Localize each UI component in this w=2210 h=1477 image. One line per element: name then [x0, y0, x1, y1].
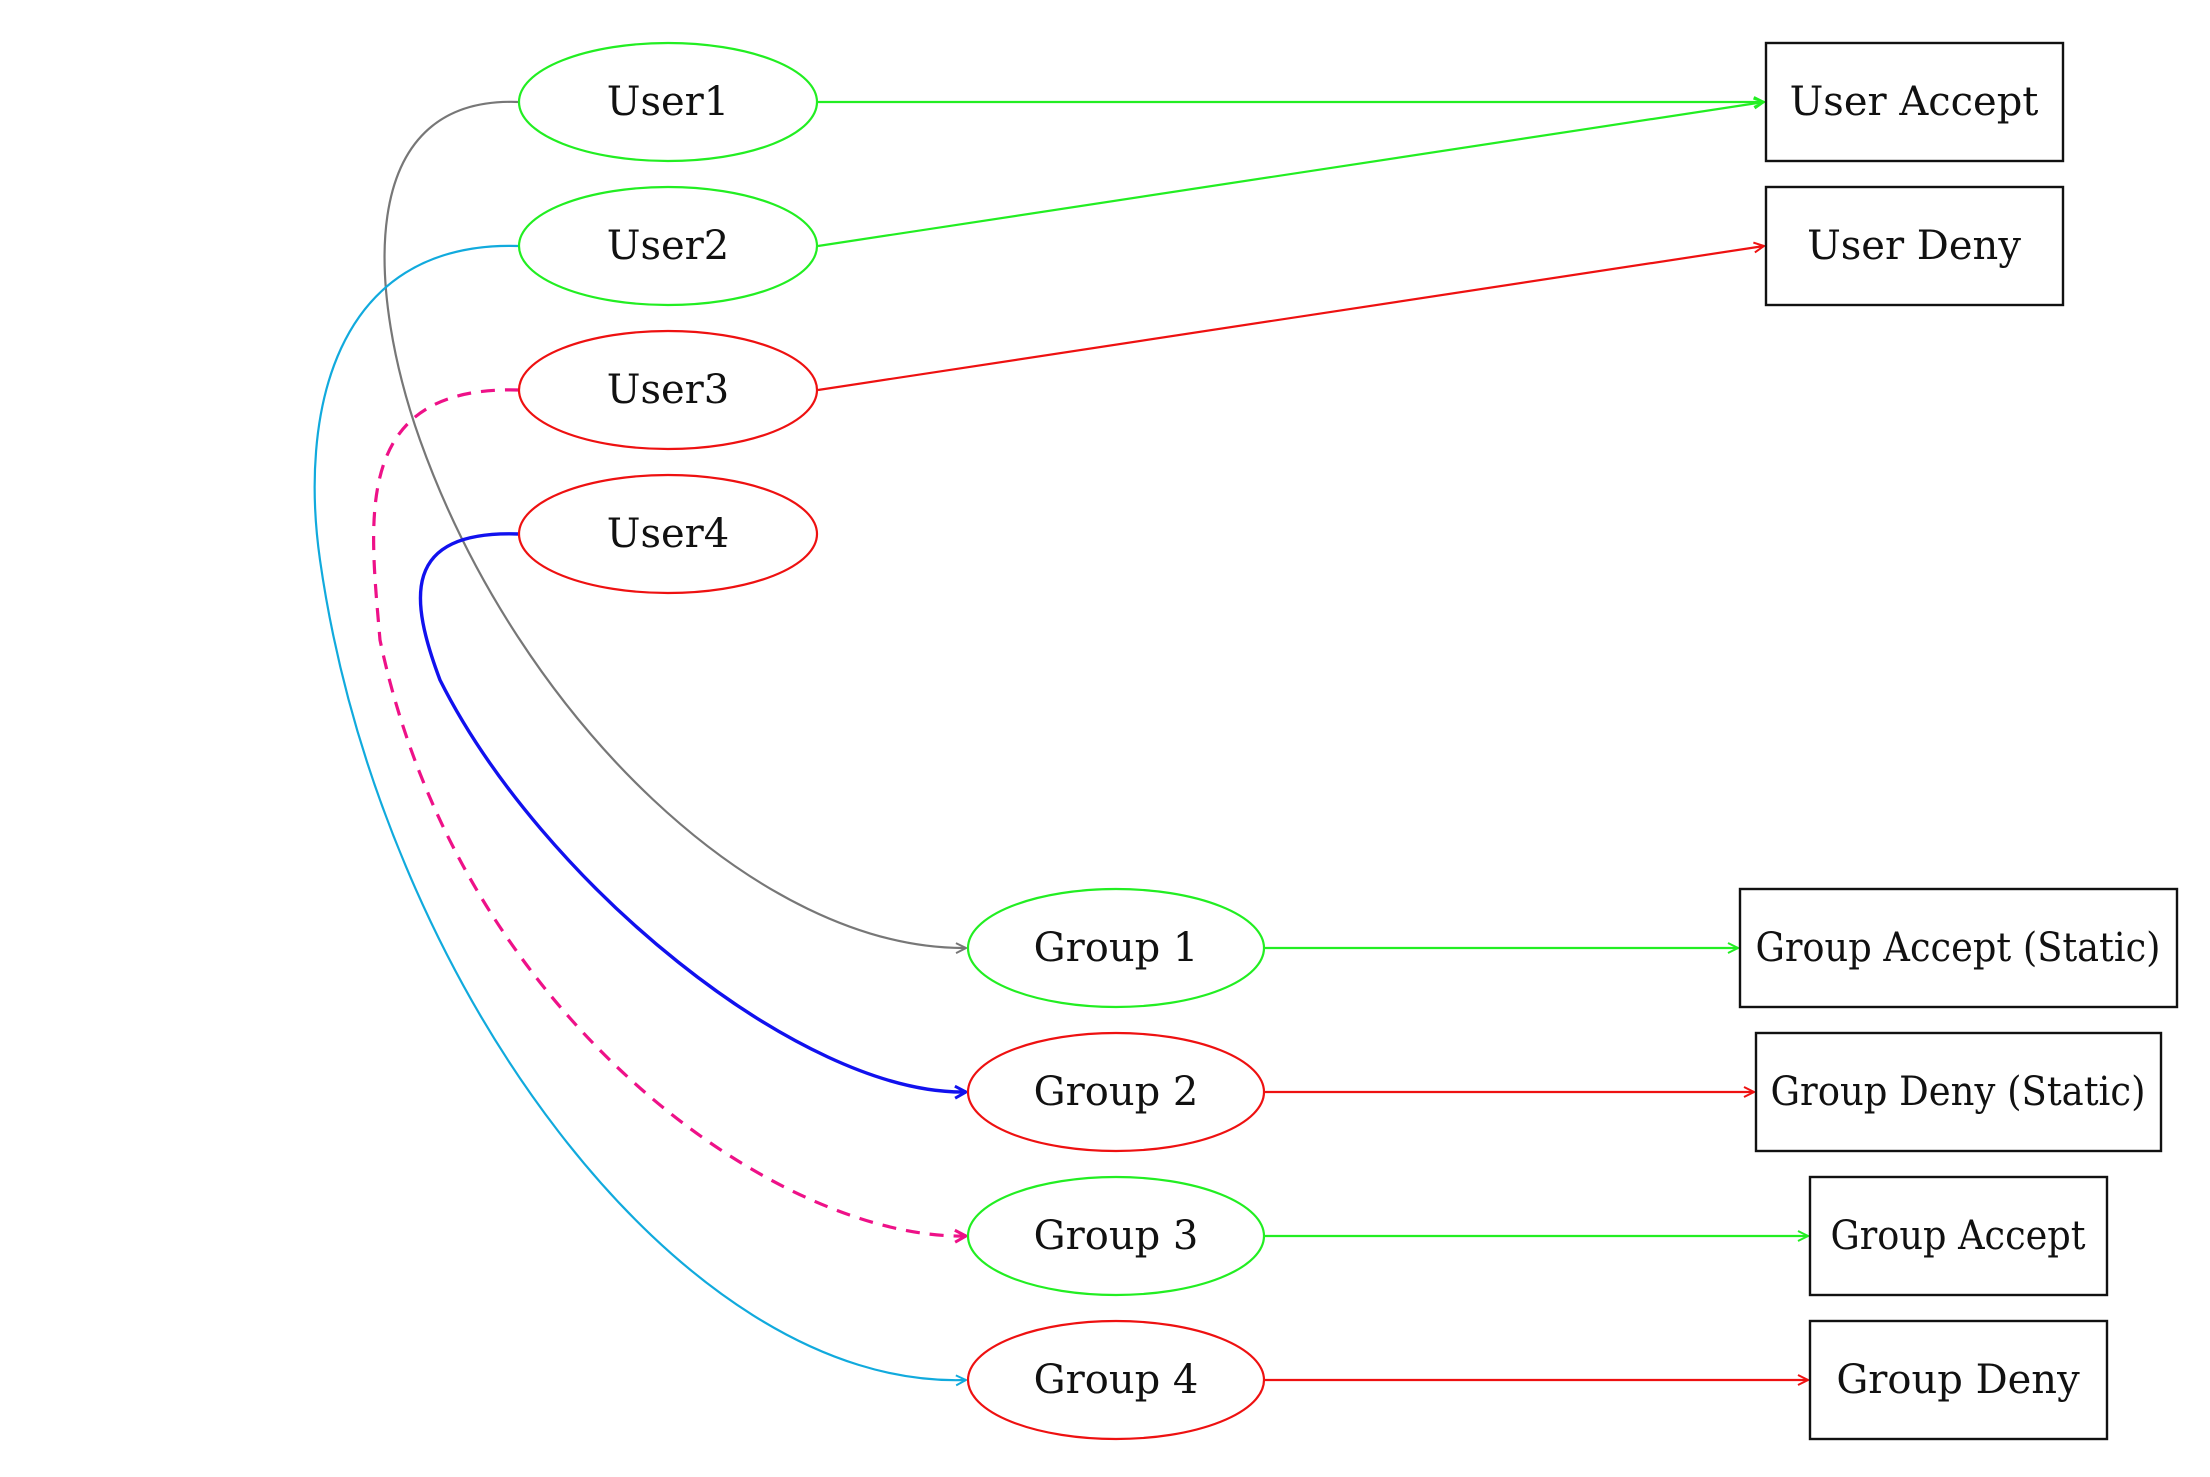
outcome-label: Group Deny (Static): [1771, 1069, 2146, 1115]
outcome-box-user-accept: User Accept: [1764, 41, 2065, 163]
user-label: User1: [607, 79, 729, 125]
outcome-box-group-accept: Group Accept: [1808, 1175, 2109, 1297]
group-node-group1: Group 1: [966, 887, 1266, 1009]
outcome-box-user-deny: User Deny: [1764, 185, 2065, 307]
outcome-label: User Deny: [1807, 223, 2021, 269]
outcome-box-group-deny: Group Deny: [1808, 1319, 2109, 1441]
edge-user1-group1: [383, 100, 966, 948]
edge-user2-user-accept: [817, 102, 1764, 248]
edge-user3-group3: [372, 388, 966, 1236]
user-label: User2: [607, 223, 729, 269]
group-label: Group 2: [1034, 1069, 1199, 1115]
group-node-group2: Group 2: [966, 1031, 1266, 1153]
outcome-label: Group Accept (Static): [1756, 925, 2161, 971]
outcome-box-group-deny-static: Group Deny (Static): [1754, 1031, 2163, 1153]
user-label: User4: [607, 511, 729, 557]
outcome-box-group-accept-static: Group Accept (Static): [1738, 887, 2179, 1009]
group-node-group4: Group 4: [966, 1319, 1266, 1441]
user-node-user3: User3: [517, 329, 819, 451]
edge-user2-group4: [313, 244, 966, 1380]
edge-user3-user-deny: [817, 246, 1764, 392]
group-label: Group 1: [1034, 925, 1199, 971]
outcome-label: User Accept: [1790, 79, 2039, 125]
group-node-group3: Group 3: [966, 1175, 1266, 1297]
edge-user4-group2: [418, 532, 966, 1092]
user-label: User3: [607, 367, 729, 413]
user-node-user2: User2: [517, 185, 819, 307]
user-node-user1: User1: [517, 41, 819, 163]
group-label: Group 4: [1034, 1357, 1199, 1403]
group-label: Group 3: [1034, 1213, 1199, 1259]
outcome-label: Group Accept: [1831, 1213, 2086, 1259]
user-node-user4: User4: [517, 473, 819, 595]
outcome-label: Group Deny: [1836, 1357, 2080, 1403]
